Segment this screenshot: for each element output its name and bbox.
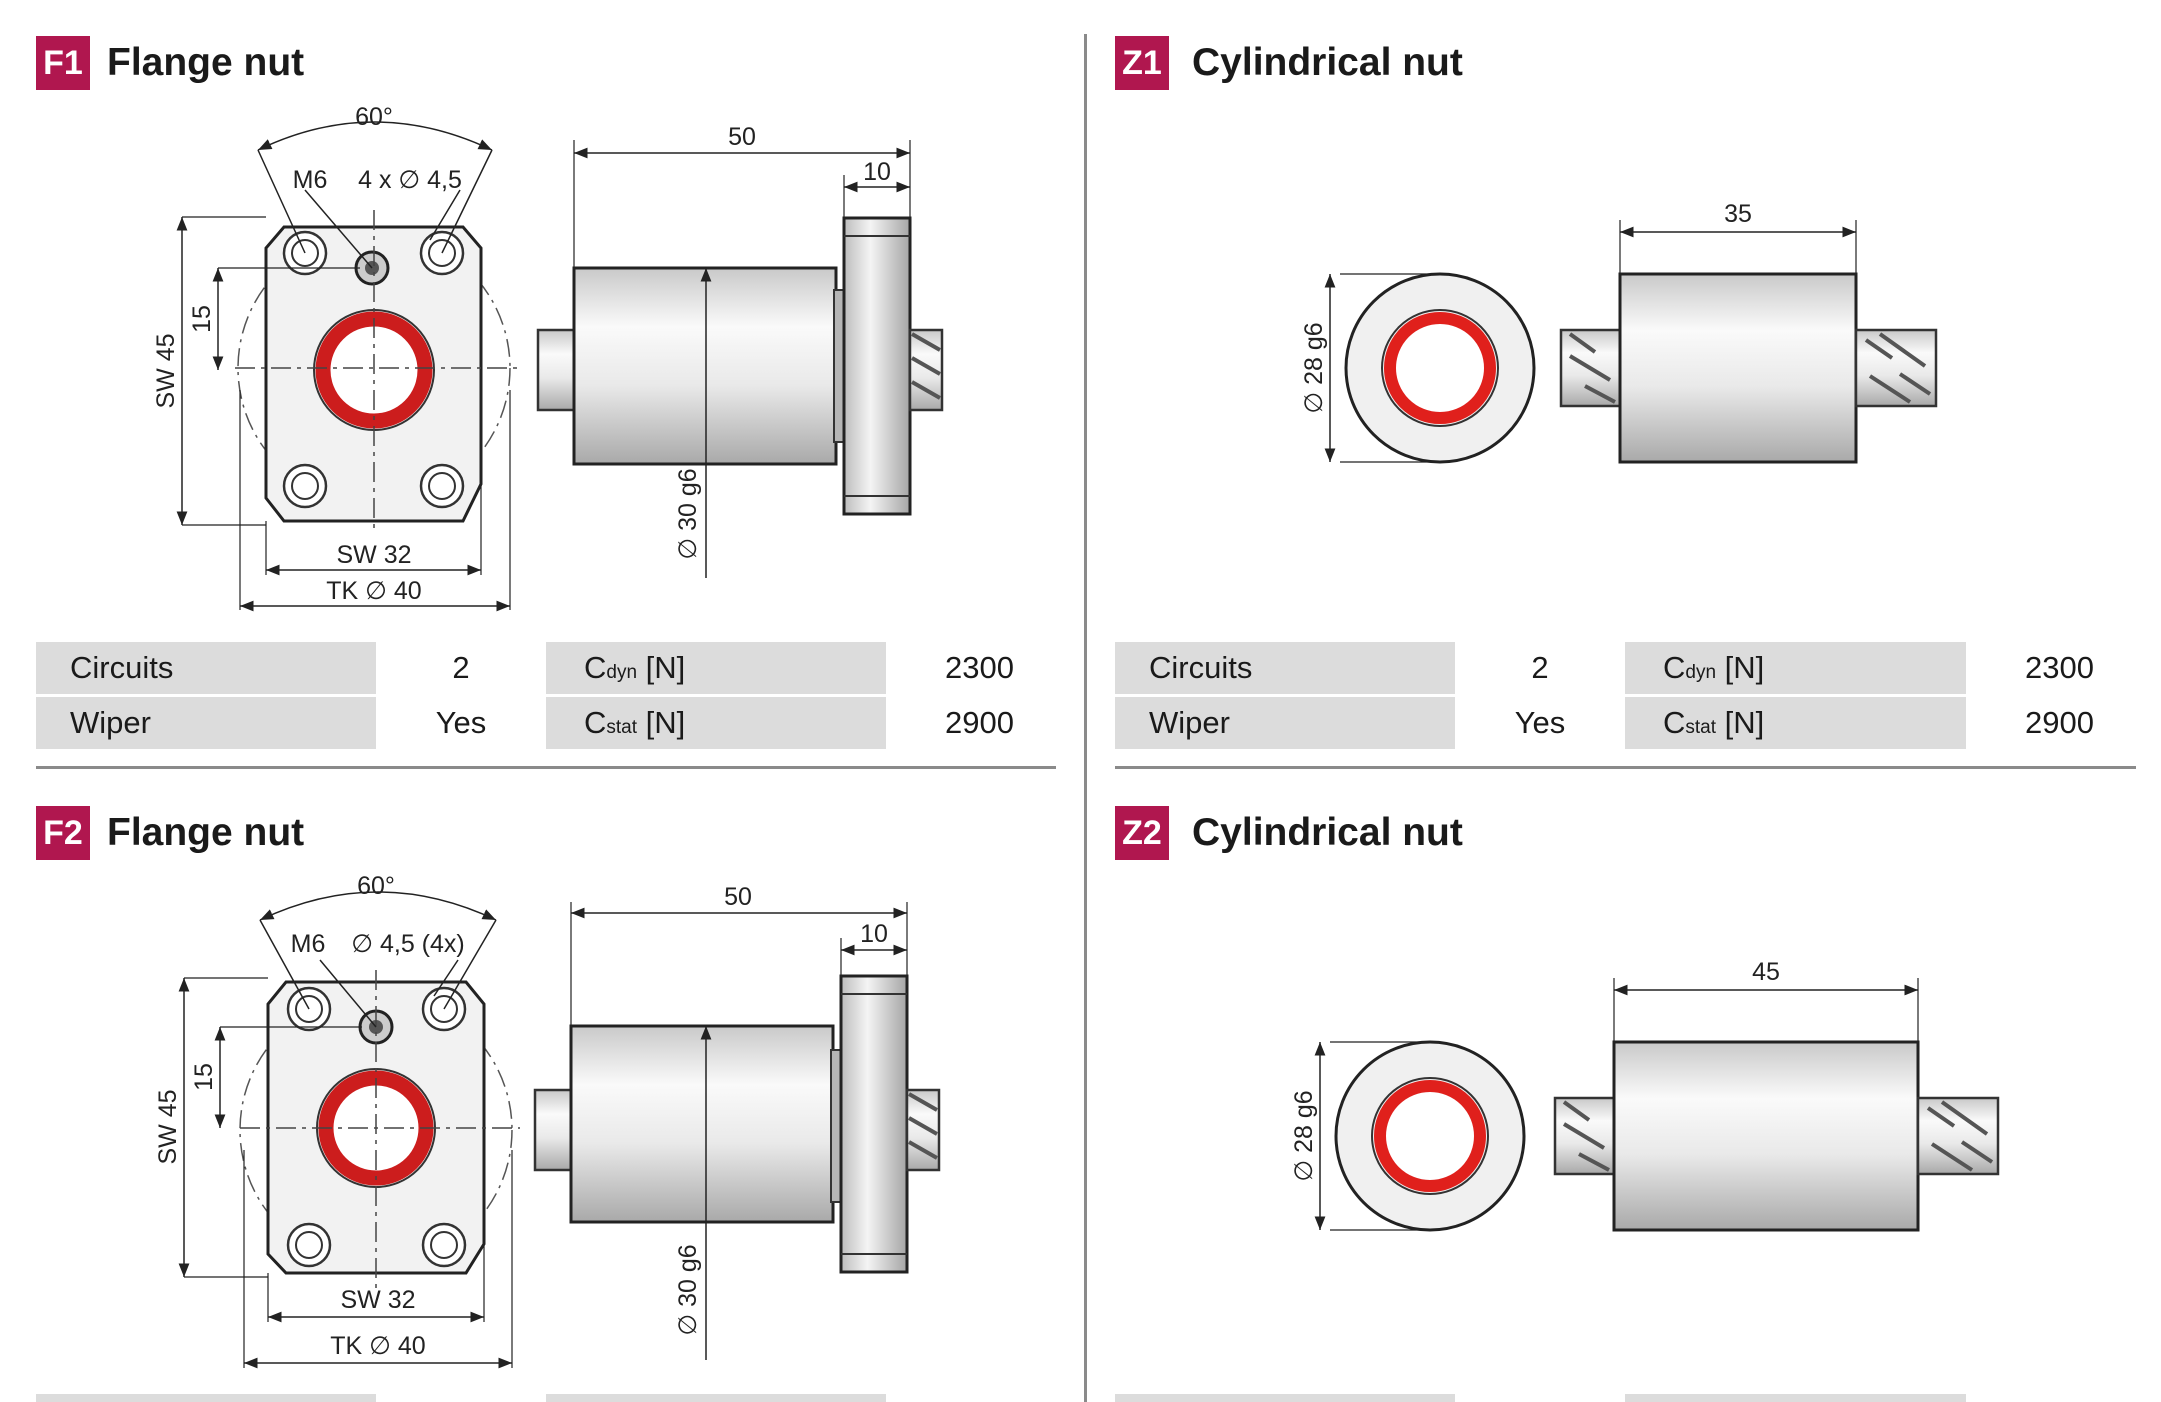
horizontal-divider-left	[36, 766, 1056, 769]
spec-table: Circuits 2 Cdyn [N] 2300 Wiper Yes Cstat…	[1115, 642, 2136, 749]
flange-front-view: 60° M6 ∅ 4,5 (4x) 15 SW 45 SW 32 TK ∅ 40	[154, 872, 520, 1369]
cstat-value: 2900	[945, 705, 1014, 740]
tk-label: TK ∅ 40	[330, 1332, 425, 1360]
panel-title: Flange nut	[107, 41, 305, 84]
circuits-label: Circuits	[1115, 642, 1455, 694]
cylindrical-front-view: ∅ 28 g6	[1290, 1040, 1526, 1232]
panel-f1: F1 Flange nut	[0, 0, 1080, 760]
cylindrical-front-view: ∅ 28 g6	[1300, 272, 1536, 464]
length-label: 45	[1752, 958, 1780, 986]
panel-badge: F2	[36, 806, 90, 860]
spec-table-edge	[1115, 1394, 1455, 1402]
vertical-divider	[1084, 34, 1087, 1402]
panel-title: Cylindrical nut	[1192, 811, 1463, 854]
length-label: 50	[724, 883, 752, 911]
cdyn-value: 2300	[2025, 650, 2094, 685]
cdyn-label: Cdyn [N]	[1625, 642, 1966, 694]
cdyn-value: 2300	[945, 650, 1014, 685]
flange-front-view: 60° M6 4 x ∅ 4,5 15 SW 45 SW 32 TK ∅ 40	[152, 103, 520, 612]
diameter-label: ∅ 30 g6	[674, 468, 702, 559]
spec-table: Circuits 2 Cdyn [N] 2300 Wiper Yes Cstat…	[36, 642, 1056, 749]
panel-f2: F2 Flange nut	[0, 770, 1080, 1402]
panel-z2: Z2 Cylindrical nut ∅ 28 g6 45	[1080, 770, 2161, 1402]
cylindrical-side-view: 35	[1559, 200, 1938, 464]
panel-title: Flange nut	[107, 811, 305, 854]
circuits-value: 2	[452, 650, 470, 685]
flange-side-view: 50 10 ∅ 30 g6	[536, 123, 944, 578]
length-label: 35	[1724, 200, 1752, 228]
circuits-label: Circuits	[36, 642, 376, 694]
cylindrical-nut-drawing: ∅ 28 g6 45	[1290, 958, 2000, 1232]
angle-label: 60°	[357, 872, 395, 900]
sw-height-label: SW 45	[152, 333, 180, 408]
spec-table-edge	[36, 1394, 376, 1402]
panel-title: Cylindrical nut	[1192, 41, 1463, 84]
diameter-label: ∅ 28 g6	[1290, 1090, 1318, 1181]
cstat-label: Cstat [N]	[546, 697, 886, 749]
length-label: 50	[728, 123, 756, 151]
spec-row: Wiper Yes Cstat [N] 2900	[1115, 697, 2136, 749]
wiper-value: Yes	[435, 705, 487, 740]
cylindrical-nut-drawing: ∅ 28 g6 35	[1300, 200, 1938, 464]
spec-row: Circuits 2 Cdyn [N] 2300	[36, 642, 1056, 694]
holes-label: 4 x ∅ 4,5	[358, 166, 462, 194]
wiper-label: Wiper	[1115, 697, 1455, 749]
sw-width-label: SW 32	[336, 541, 411, 569]
panel-z1: Z1 Cylindrical nut ∅ 28 g6 35 Circuits	[1080, 0, 2161, 760]
cdyn-label: Cdyn [N]	[546, 642, 886, 694]
panel-badge: F1	[36, 36, 90, 90]
thread-label: M6	[293, 166, 328, 194]
spec-table-edge	[1625, 1394, 1966, 1402]
diameter-label: ∅ 28 g6	[1300, 322, 1328, 413]
tk-label: TK ∅ 40	[326, 577, 421, 605]
circuits-value: 2	[1531, 650, 1549, 685]
flange-width-label: 10	[860, 920, 888, 948]
thread-label: M6	[291, 930, 326, 958]
cylindrical-side-view: 45	[1553, 958, 2000, 1232]
sw-width-label: SW 32	[340, 1286, 415, 1314]
flange-width-label: 10	[863, 158, 891, 186]
spec-table-edge	[546, 1394, 886, 1402]
pitch-label: 15	[190, 1063, 218, 1091]
angle-label: 60°	[355, 103, 393, 131]
wiper-label: Wiper	[36, 697, 376, 749]
cstat-label: Cstat [N]	[1625, 697, 1966, 749]
diameter-label: ∅ 30 g6	[674, 1244, 702, 1335]
cstat-value: 2900	[2025, 705, 2094, 740]
panel-badge: Z2	[1115, 806, 1169, 860]
holes-label: ∅ 4,5 (4x)	[351, 930, 464, 958]
flange-nut-drawing: 60° M6 4 x ∅ 4,5 15 SW 45 SW 32 TK ∅ 40 …	[152, 103, 944, 612]
wiper-value: Yes	[1514, 705, 1566, 740]
pitch-label: 15	[188, 305, 216, 333]
sw-height-label: SW 45	[154, 1089, 182, 1164]
horizontal-divider-right	[1115, 766, 2136, 769]
flange-nut-drawing: 60° M6 ∅ 4,5 (4x) 15 SW 45 SW 32 TK ∅ 40…	[154, 872, 941, 1369]
spec-row: Wiper Yes Cstat [N] 2900	[36, 697, 1056, 749]
spec-row: Circuits 2 Cdyn [N] 2300	[1115, 642, 2136, 694]
flange-side-view: 50 10 ∅ 30 g6	[533, 883, 941, 1360]
panel-badge: Z1	[1115, 36, 1169, 90]
